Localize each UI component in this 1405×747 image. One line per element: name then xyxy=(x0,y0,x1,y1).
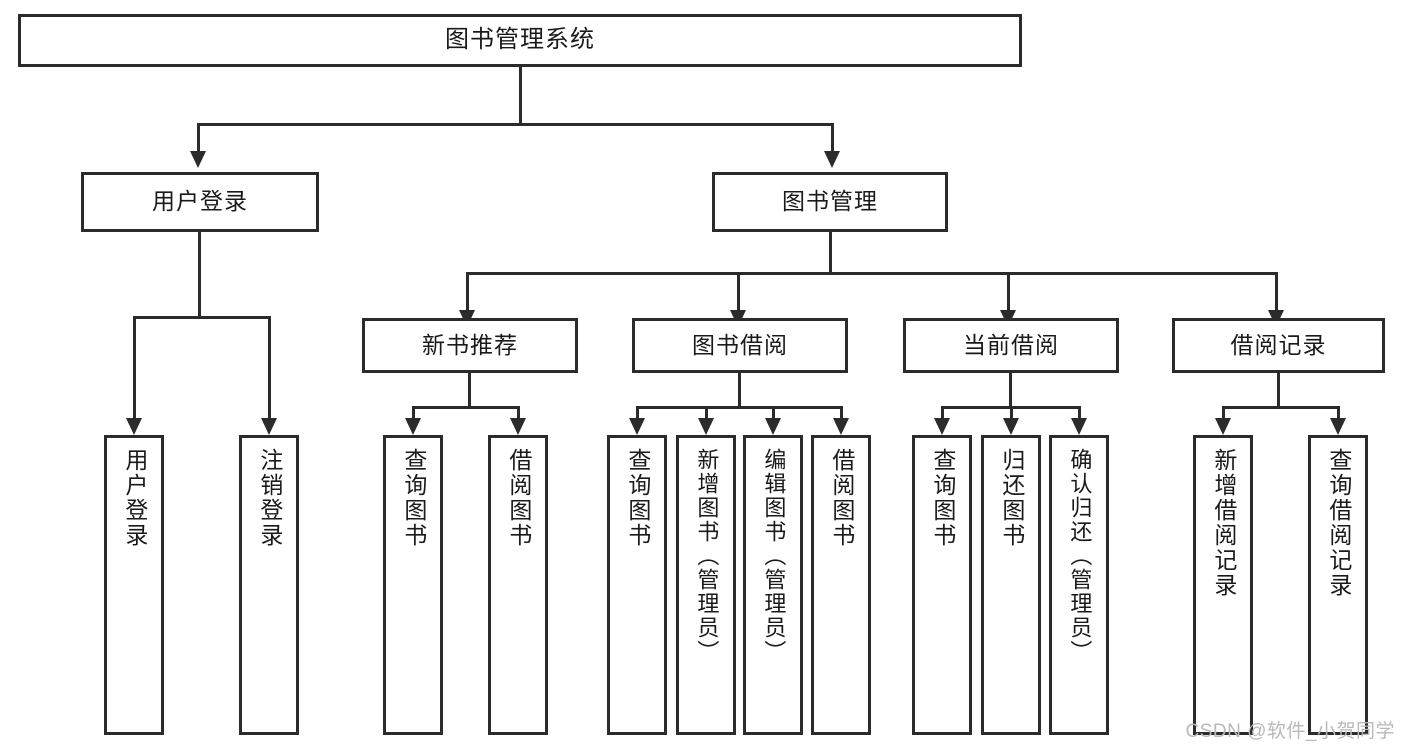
arrowhead-br-leaf-2 xyxy=(1330,418,1346,435)
connector-borrow-record-bus xyxy=(1222,406,1337,409)
leaf-new-book-query-book[interactable]: 查询图书 xyxy=(383,435,443,735)
leaf-book-borrow-query-book[interactable]: 查询图书 xyxy=(607,435,667,735)
arrowhead-bb-leaf-3 xyxy=(765,418,781,435)
connector-new-book-drop-2 xyxy=(517,406,520,418)
arrowhead-cb-leaf-1 xyxy=(934,418,950,435)
leaf-borrow-record-query-record[interactable]: 查询借阅记录 xyxy=(1308,435,1368,735)
node-book-management[interactable]: 图书管理 xyxy=(712,172,948,232)
connector-cb-drop-2 xyxy=(1010,406,1013,418)
leaf-label: 注销登录 xyxy=(256,448,283,548)
leaf-label: 查询图书 xyxy=(624,448,651,548)
node-book-borrow[interactable]: 图书借阅 xyxy=(632,318,848,373)
connector-bb-drop-4 xyxy=(840,406,843,418)
node-current-borrow[interactable]: 当前借阅 xyxy=(903,318,1119,373)
leaf-book-borrow-edit-book-admin[interactable]: 编辑图书（管理员） xyxy=(743,435,803,735)
connector-borrow-record-stem xyxy=(1277,373,1280,406)
arrowhead-cb-leaf-3 xyxy=(1071,418,1087,435)
node-new-book-recommend[interactable]: 新书推荐 xyxy=(362,318,578,373)
connector-bm-drop-2 xyxy=(737,272,740,310)
arrowhead-root-to-user-login xyxy=(190,151,206,168)
connector-root-to-user-login xyxy=(197,123,200,151)
connector-book-borrow-bus xyxy=(636,406,843,409)
node-root-book-management-system[interactable]: 图书管理系统 xyxy=(18,14,1022,67)
connector-bm-drop-4 xyxy=(1275,272,1278,310)
connector-root-to-book-management xyxy=(831,123,834,151)
connector-new-book-drop-1 xyxy=(412,406,415,418)
connector-br-drop-1 xyxy=(1222,406,1225,418)
connector-book-borrow-stem xyxy=(738,373,741,406)
connector-book-management-stem xyxy=(829,232,832,272)
arrowhead-root-to-book-management xyxy=(824,151,840,168)
leaf-new-book-borrow-book[interactable]: 借阅图书 xyxy=(488,435,548,735)
leaf-label: 归还图书 xyxy=(998,448,1025,548)
arrowhead-bb-leaf-1 xyxy=(629,418,645,435)
connector-user-login-bus xyxy=(133,316,270,319)
node-label: 图书管理 xyxy=(782,188,878,215)
connector-bm-drop-1 xyxy=(466,272,469,310)
node-label: 借阅记录 xyxy=(1230,331,1327,358)
connector-bb-drop-1 xyxy=(636,406,639,418)
arrowhead-bb-leaf-4 xyxy=(833,418,849,435)
leaf-label: 查询图书 xyxy=(400,448,427,548)
node-label: 当前借阅 xyxy=(963,331,1059,358)
node-label: 新书推荐 xyxy=(422,331,518,358)
connector-bm-drop-3 xyxy=(1007,272,1010,310)
leaf-label: 查询图书 xyxy=(929,448,956,548)
watermark-text: CSDN @软件_小贺同学 xyxy=(1185,721,1395,742)
connector-user-login-drop-1 xyxy=(133,316,136,418)
arrowhead-user-login-leaf-1 xyxy=(126,418,142,435)
node-label: 图书借阅 xyxy=(692,331,788,358)
leaf-book-borrow-add-book-admin[interactable]: 新增图书（管理员） xyxy=(676,435,736,735)
leaf-label: 新增图书（管理员） xyxy=(694,448,720,664)
arrowhead-bb-leaf-2 xyxy=(698,418,714,435)
leaf-label: 编辑图书（管理员） xyxy=(761,448,787,664)
leaf-label: 查询借阅记录 xyxy=(1325,448,1352,598)
node-label: 用户登录 xyxy=(152,188,248,215)
leaf-current-borrow-return-book[interactable]: 归还图书 xyxy=(981,435,1041,735)
leaf-label: 确认归还（管理员） xyxy=(1067,448,1093,664)
node-borrow-record[interactable]: 借阅记录 xyxy=(1172,318,1385,373)
arrowhead-new-book-leaf-1 xyxy=(405,418,421,435)
connector-cb-drop-1 xyxy=(941,406,944,418)
connector-root-stem xyxy=(519,67,522,123)
connector-br-drop-2 xyxy=(1337,406,1340,418)
connector-book-management-bus xyxy=(466,272,1278,275)
leaf-book-borrow-borrow-book[interactable]: 借阅图书 xyxy=(811,435,871,735)
connector-bb-drop-3 xyxy=(772,406,775,418)
arrowhead-cb-leaf-2 xyxy=(1003,418,1019,435)
arrowhead-br-leaf-1 xyxy=(1215,418,1231,435)
node-label: 图书管理系统 xyxy=(445,26,595,54)
leaf-label: 新增借阅记录 xyxy=(1210,448,1237,598)
leaf-user-login-login[interactable]: 用户登录 xyxy=(104,435,164,735)
connector-cb-drop-3 xyxy=(1078,406,1081,418)
leaf-label: 借阅图书 xyxy=(828,448,855,548)
connector-root-bus xyxy=(197,123,834,126)
leaf-user-login-logout[interactable]: 注销登录 xyxy=(239,435,299,735)
leaf-label: 借阅图书 xyxy=(505,448,532,548)
connector-new-book-bus xyxy=(412,406,517,409)
connector-current-borrow-stem xyxy=(1009,373,1012,406)
leaf-label: 用户登录 xyxy=(121,448,148,548)
leaf-borrow-record-add-record[interactable]: 新增借阅记录 xyxy=(1193,435,1253,735)
connector-new-book-stem xyxy=(468,373,471,406)
leaf-current-borrow-confirm-return-admin[interactable]: 确认归还（管理员） xyxy=(1049,435,1109,735)
arrowhead-user-login-leaf-2 xyxy=(261,418,277,435)
connector-user-login-drop-2 xyxy=(268,316,271,418)
connector-user-login-stem xyxy=(198,232,201,316)
connector-bb-drop-2 xyxy=(705,406,708,418)
arrowhead-new-book-leaf-2 xyxy=(510,418,526,435)
node-user-login[interactable]: 用户登录 xyxy=(81,172,319,232)
leaf-current-borrow-query-book[interactable]: 查询图书 xyxy=(912,435,972,735)
